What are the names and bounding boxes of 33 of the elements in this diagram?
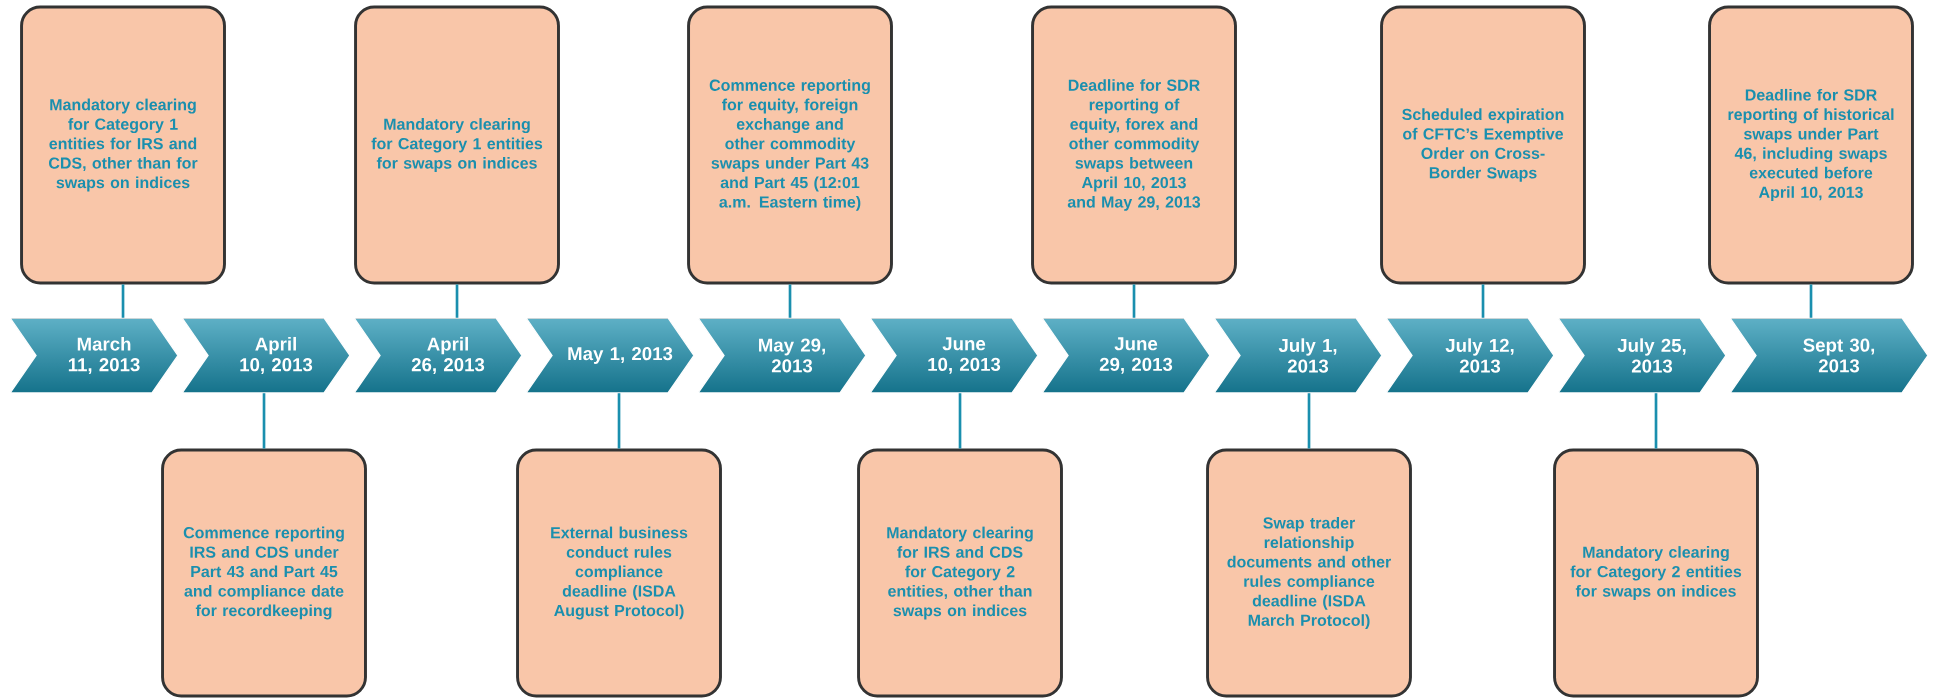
date-band: April 26, 2013 <box>352 317 523 394</box>
connector-line <box>455 284 459 318</box>
connector-line <box>788 284 792 318</box>
connector-line <box>1654 393 1658 449</box>
date-band: May 29, 2013 <box>696 317 867 394</box>
date-band: May 1, 2013 <box>524 317 695 394</box>
date-band: March 11, 2013 <box>8 317 179 394</box>
date-band: July 1, 2013 <box>1212 317 1383 394</box>
event-box: Commence reporting IRS and CDS under Part 43 and Part 45 and compliance date for recordkeeping <box>161 448 367 698</box>
date-band: April 10, 2013 <box>180 317 351 394</box>
connector-line <box>1809 284 1813 318</box>
event-box: Deadline for SDR reporting of equity, forex and other commodity swaps between April 10, 2013 and May 29, 2013 <box>1031 5 1237 285</box>
date-band: Sept 30, 2013 <box>1728 317 1929 394</box>
date-band: July 12, 2013 <box>1384 317 1555 394</box>
connector-line <box>262 393 266 449</box>
event-box: Mandatory clearing for Category 1 entities for swaps on indices <box>354 5 560 285</box>
connector-line <box>1481 284 1485 318</box>
event-box: Deadline for SDR reporting of historical swaps under Part 46, including swaps executed before April 10, 2013 <box>1708 5 1914 285</box>
event-box: Scheduled expiration of CFTC’s Exemptive Order on Cross-Border Swaps <box>1380 5 1586 285</box>
event-box: Commence reporting for equity, foreign exchange and other commodity swaps under Part 43 and Part 45 (12:01 a.m. Eastern time) <box>687 5 893 285</box>
connector-line <box>121 284 125 318</box>
event-box: Mandatory clearing for Category 2 entities for swaps on indices <box>1553 448 1759 698</box>
event-box: Swap trader relationship documents and other rules compliance deadline (ISDA March Protocol) <box>1206 448 1412 698</box>
connector-line <box>1307 393 1311 449</box>
event-box: External business conduct rules compliance deadline (ISDA August Protocol) <box>516 448 722 698</box>
event-box: Mandatory clearing for IRS and CDS for Category 2 entities, other than swaps on indices <box>857 448 1063 698</box>
date-band: June 10, 2013 <box>868 317 1039 394</box>
connector-line <box>1132 284 1136 318</box>
date-band: June 29, 2013 <box>1040 317 1211 394</box>
event-box: Mandatory clearing for Category 1 entities for IRS and CDS, other than for swaps on indices <box>20 5 226 285</box>
date-band: July 25, 2013 <box>1556 317 1727 394</box>
connector-line <box>958 393 962 449</box>
connector-line <box>617 393 621 449</box>
